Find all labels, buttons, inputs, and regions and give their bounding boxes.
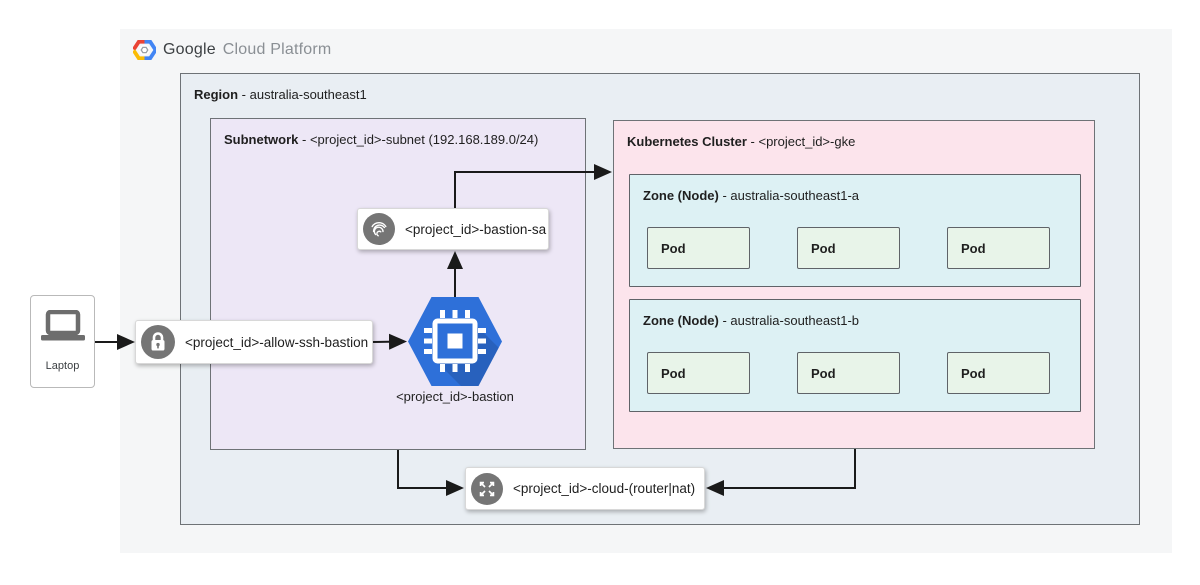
kubernetes-cluster-box: Kubernetes Cluster - <project_id>-gke Zo… — [613, 120, 1095, 449]
brand-cloud-platform: Cloud Platform — [222, 41, 332, 58]
zone-a-title: Zone (Node) - australia-southeast1-a — [643, 188, 860, 203]
service-account-label: <project_id>-bastion-sa — [405, 221, 547, 237]
firewall-rule-node: <project_id>-allow-ssh-bastion — [135, 320, 373, 364]
pod: Pod — [947, 352, 1050, 394]
pod: Pod — [797, 227, 900, 269]
cloud-router-nat-node: <project_id>-cloud-(router|nat) — [465, 467, 705, 510]
lock-icon — [141, 325, 175, 359]
zone-b-title: Zone (Node) - australia-southeast1-b — [643, 313, 860, 328]
pod: Pod — [647, 352, 750, 394]
bastion-label: <project_id>-bastion — [396, 389, 514, 404]
gcp-logo-icon — [133, 40, 156, 60]
brand-google: Google — [163, 41, 216, 58]
subnetwork-title: Subnetwork - <project_id>-subnet (192.16… — [224, 132, 539, 147]
service-account-node: <project_id>-bastion-sa — [357, 208, 549, 250]
fingerprint-icon — [363, 213, 395, 245]
pod: Pod — [647, 227, 750, 269]
cloud-router-nat-label: <project_id>-cloud-(router|nat) — [513, 481, 696, 496]
bastion-node — [408, 297, 502, 386]
laptop-icon — [40, 310, 86, 344]
gcp-brand: Google Cloud Platform — [133, 40, 331, 60]
firewall-rule-label: <project_id>-allow-ssh-bastion — [185, 334, 369, 350]
pod: Pod — [797, 352, 900, 394]
zone-a-box: Zone (Node) - australia-southeast1-a Pod… — [629, 174, 1081, 287]
laptop-label: Laptop — [45, 360, 80, 372]
route-arrows-icon — [471, 472, 503, 505]
region-title: Region - australia-southeast1 — [194, 87, 367, 102]
chip-icon — [408, 297, 502, 386]
laptop-node: Laptop — [30, 295, 95, 388]
pod: Pod — [947, 227, 1050, 269]
zone-b-box: Zone (Node) - australia-southeast1-b Pod… — [629, 299, 1081, 412]
cluster-title: Kubernetes Cluster - <project_id>-gke — [627, 134, 856, 149]
